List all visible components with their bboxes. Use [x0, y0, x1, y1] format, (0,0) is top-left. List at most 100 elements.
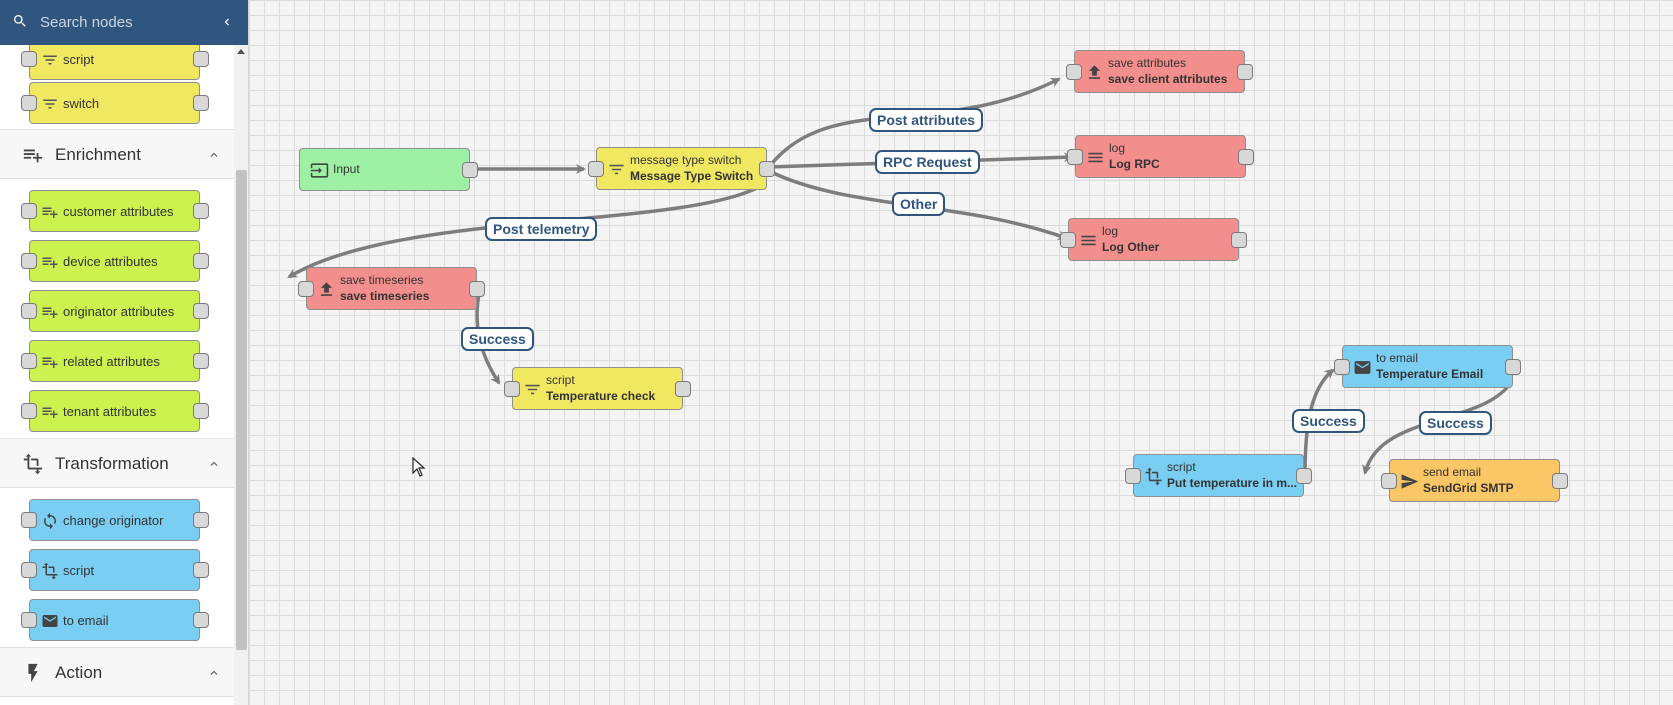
flash-icon	[28, 663, 38, 683]
link-label-success[interactable]: Success	[1419, 411, 1492, 435]
input-port	[21, 353, 37, 369]
scroll-up-arrow-icon[interactable]	[237, 49, 245, 54]
palette-node-related-attributes[interactable]: related attributes	[21, 340, 209, 382]
output-port[interactable]	[1505, 359, 1521, 375]
node-name: Put temperature in m...	[1167, 476, 1298, 490]
node-name: Temperature check	[546, 389, 656, 403]
node-temperature-check[interactable]: script Temperature check	[504, 367, 691, 410]
playlist-add-icon	[42, 257, 58, 268]
palette-node-label: tenant attributes	[63, 404, 157, 419]
section-enrichment[interactable]: Enrichment	[0, 129, 234, 179]
link-label-success[interactable]: Success	[461, 327, 534, 351]
chevron-left-icon[interactable]	[220, 14, 234, 30]
input-port	[21, 512, 37, 528]
node-temperature-email[interactable]: to email Temperature Email	[1334, 345, 1521, 388]
section-transformation[interactable]: Transformation	[0, 438, 234, 488]
node-send-email[interactable]: send email SendGrid SMTP	[1381, 459, 1568, 502]
node-put-temperature[interactable]: script Put temperature in m...	[1125, 454, 1312, 497]
output-port	[193, 253, 209, 269]
link-label-post-attributes[interactable]: Post attributes	[869, 108, 984, 132]
transform-icon	[42, 562, 58, 580]
palette-node-script-transform[interactable]: script	[21, 549, 209, 591]
palette-node-to-email[interactable]: to email	[21, 599, 209, 641]
palette-node-device-attributes[interactable]: device attributes	[21, 240, 209, 282]
palette-node-originator-attributes[interactable]: originator attributes	[21, 290, 209, 332]
node-input[interactable]: Input	[299, 148, 478, 191]
output-port[interactable]	[462, 162, 478, 178]
output-port[interactable]	[759, 161, 775, 177]
node-type: to email	[1376, 351, 1419, 365]
mouse-cursor-icon	[412, 457, 426, 477]
section-title: Action	[55, 663, 103, 682]
filter-icon	[609, 164, 624, 175]
link-label-other[interactable]: Other	[892, 192, 946, 216]
palette-node-switch[interactable]: switch	[21, 82, 209, 124]
node-log-other[interactable]: log Log Other	[1060, 218, 1247, 261]
output-port[interactable]	[1296, 468, 1312, 484]
filter-icon	[43, 99, 57, 109]
palette-node-label: script	[63, 563, 95, 578]
email-icon	[1354, 361, 1371, 374]
node-label: Input	[333, 162, 360, 176]
input-port[interactable]	[298, 281, 314, 297]
input-port	[21, 95, 37, 111]
node-name: Temperature Email	[1376, 367, 1484, 381]
link-label-rpc-request[interactable]: RPC Request	[875, 150, 980, 174]
input-port[interactable]	[1381, 473, 1397, 489]
link-label-success[interactable]: Success	[1292, 409, 1365, 433]
output-port[interactable]	[469, 281, 485, 297]
section-action[interactable]: Action	[0, 647, 234, 697]
palette-node-change-originator[interactable]: change originator	[21, 499, 209, 541]
node-type: script	[1167, 460, 1196, 474]
menu-lines-icon	[1088, 152, 1103, 163]
upload-icon	[1088, 65, 1101, 79]
node-log-rpc[interactable]: log Log RPC	[1067, 135, 1254, 178]
palette-node-script-filter[interactable]: script	[21, 45, 209, 80]
palette-node-customer-attributes[interactable]: customer attributes	[21, 190, 209, 232]
scrollbar-thumb[interactable]	[236, 170, 247, 650]
node-type: log	[1102, 224, 1119, 238]
transform-icon	[1145, 467, 1162, 486]
link-label-post-telemetry[interactable]: Post telemetry	[485, 217, 598, 241]
input-port[interactable]	[1060, 232, 1076, 248]
node-name: save client attributes	[1108, 72, 1228, 86]
input-port[interactable]	[1334, 359, 1350, 375]
node-type: send email	[1423, 465, 1482, 479]
section-title: Transformation	[55, 454, 169, 473]
output-port[interactable]	[1238, 149, 1254, 165]
node-message-type-switch[interactable]: message type switch Message Type Switch	[588, 147, 775, 190]
transform-icon	[23, 453, 43, 475]
rule-chain-canvas[interactable]: Post attributes RPC Request Other Post t…	[249, 0, 1673, 705]
node-type: save timeseries	[340, 273, 424, 287]
chevron-up-icon	[210, 461, 218, 466]
palette-scrollbar[interactable]	[234, 45, 248, 705]
palette-node-label: originator attributes	[63, 304, 175, 319]
node-name: Message Type Switch	[630, 169, 754, 183]
palette-node-label: related attributes	[63, 354, 160, 369]
palette-node-label: device attributes	[63, 254, 158, 269]
output-port	[193, 403, 209, 419]
palette-node-tenant-attributes[interactable]: tenant attributes	[21, 390, 209, 432]
output-port[interactable]	[1237, 64, 1253, 80]
node-save-attributes[interactable]: save attributes save client attributes	[1066, 50, 1253, 93]
input-port[interactable]	[1125, 468, 1141, 484]
input-port[interactable]	[1067, 149, 1083, 165]
search-input[interactable]	[40, 10, 210, 34]
input-port	[21, 612, 37, 628]
output-port	[193, 353, 209, 369]
output-port[interactable]	[675, 381, 691, 397]
input-port[interactable]	[588, 161, 604, 177]
input-port	[21, 253, 37, 269]
node-name: Log Other	[1102, 240, 1160, 254]
input-port	[21, 562, 37, 578]
node-save-timeseries[interactable]: save timeseries save timeseries	[298, 267, 485, 310]
output-port[interactable]	[1231, 232, 1247, 248]
input-port[interactable]	[504, 381, 520, 397]
input-port[interactable]	[1066, 64, 1082, 80]
output-port	[193, 562, 209, 578]
output-port[interactable]	[1552, 473, 1568, 489]
output-port	[193, 203, 209, 219]
menu-lines-icon	[1081, 235, 1096, 246]
node-name: save timeseries	[340, 289, 430, 303]
